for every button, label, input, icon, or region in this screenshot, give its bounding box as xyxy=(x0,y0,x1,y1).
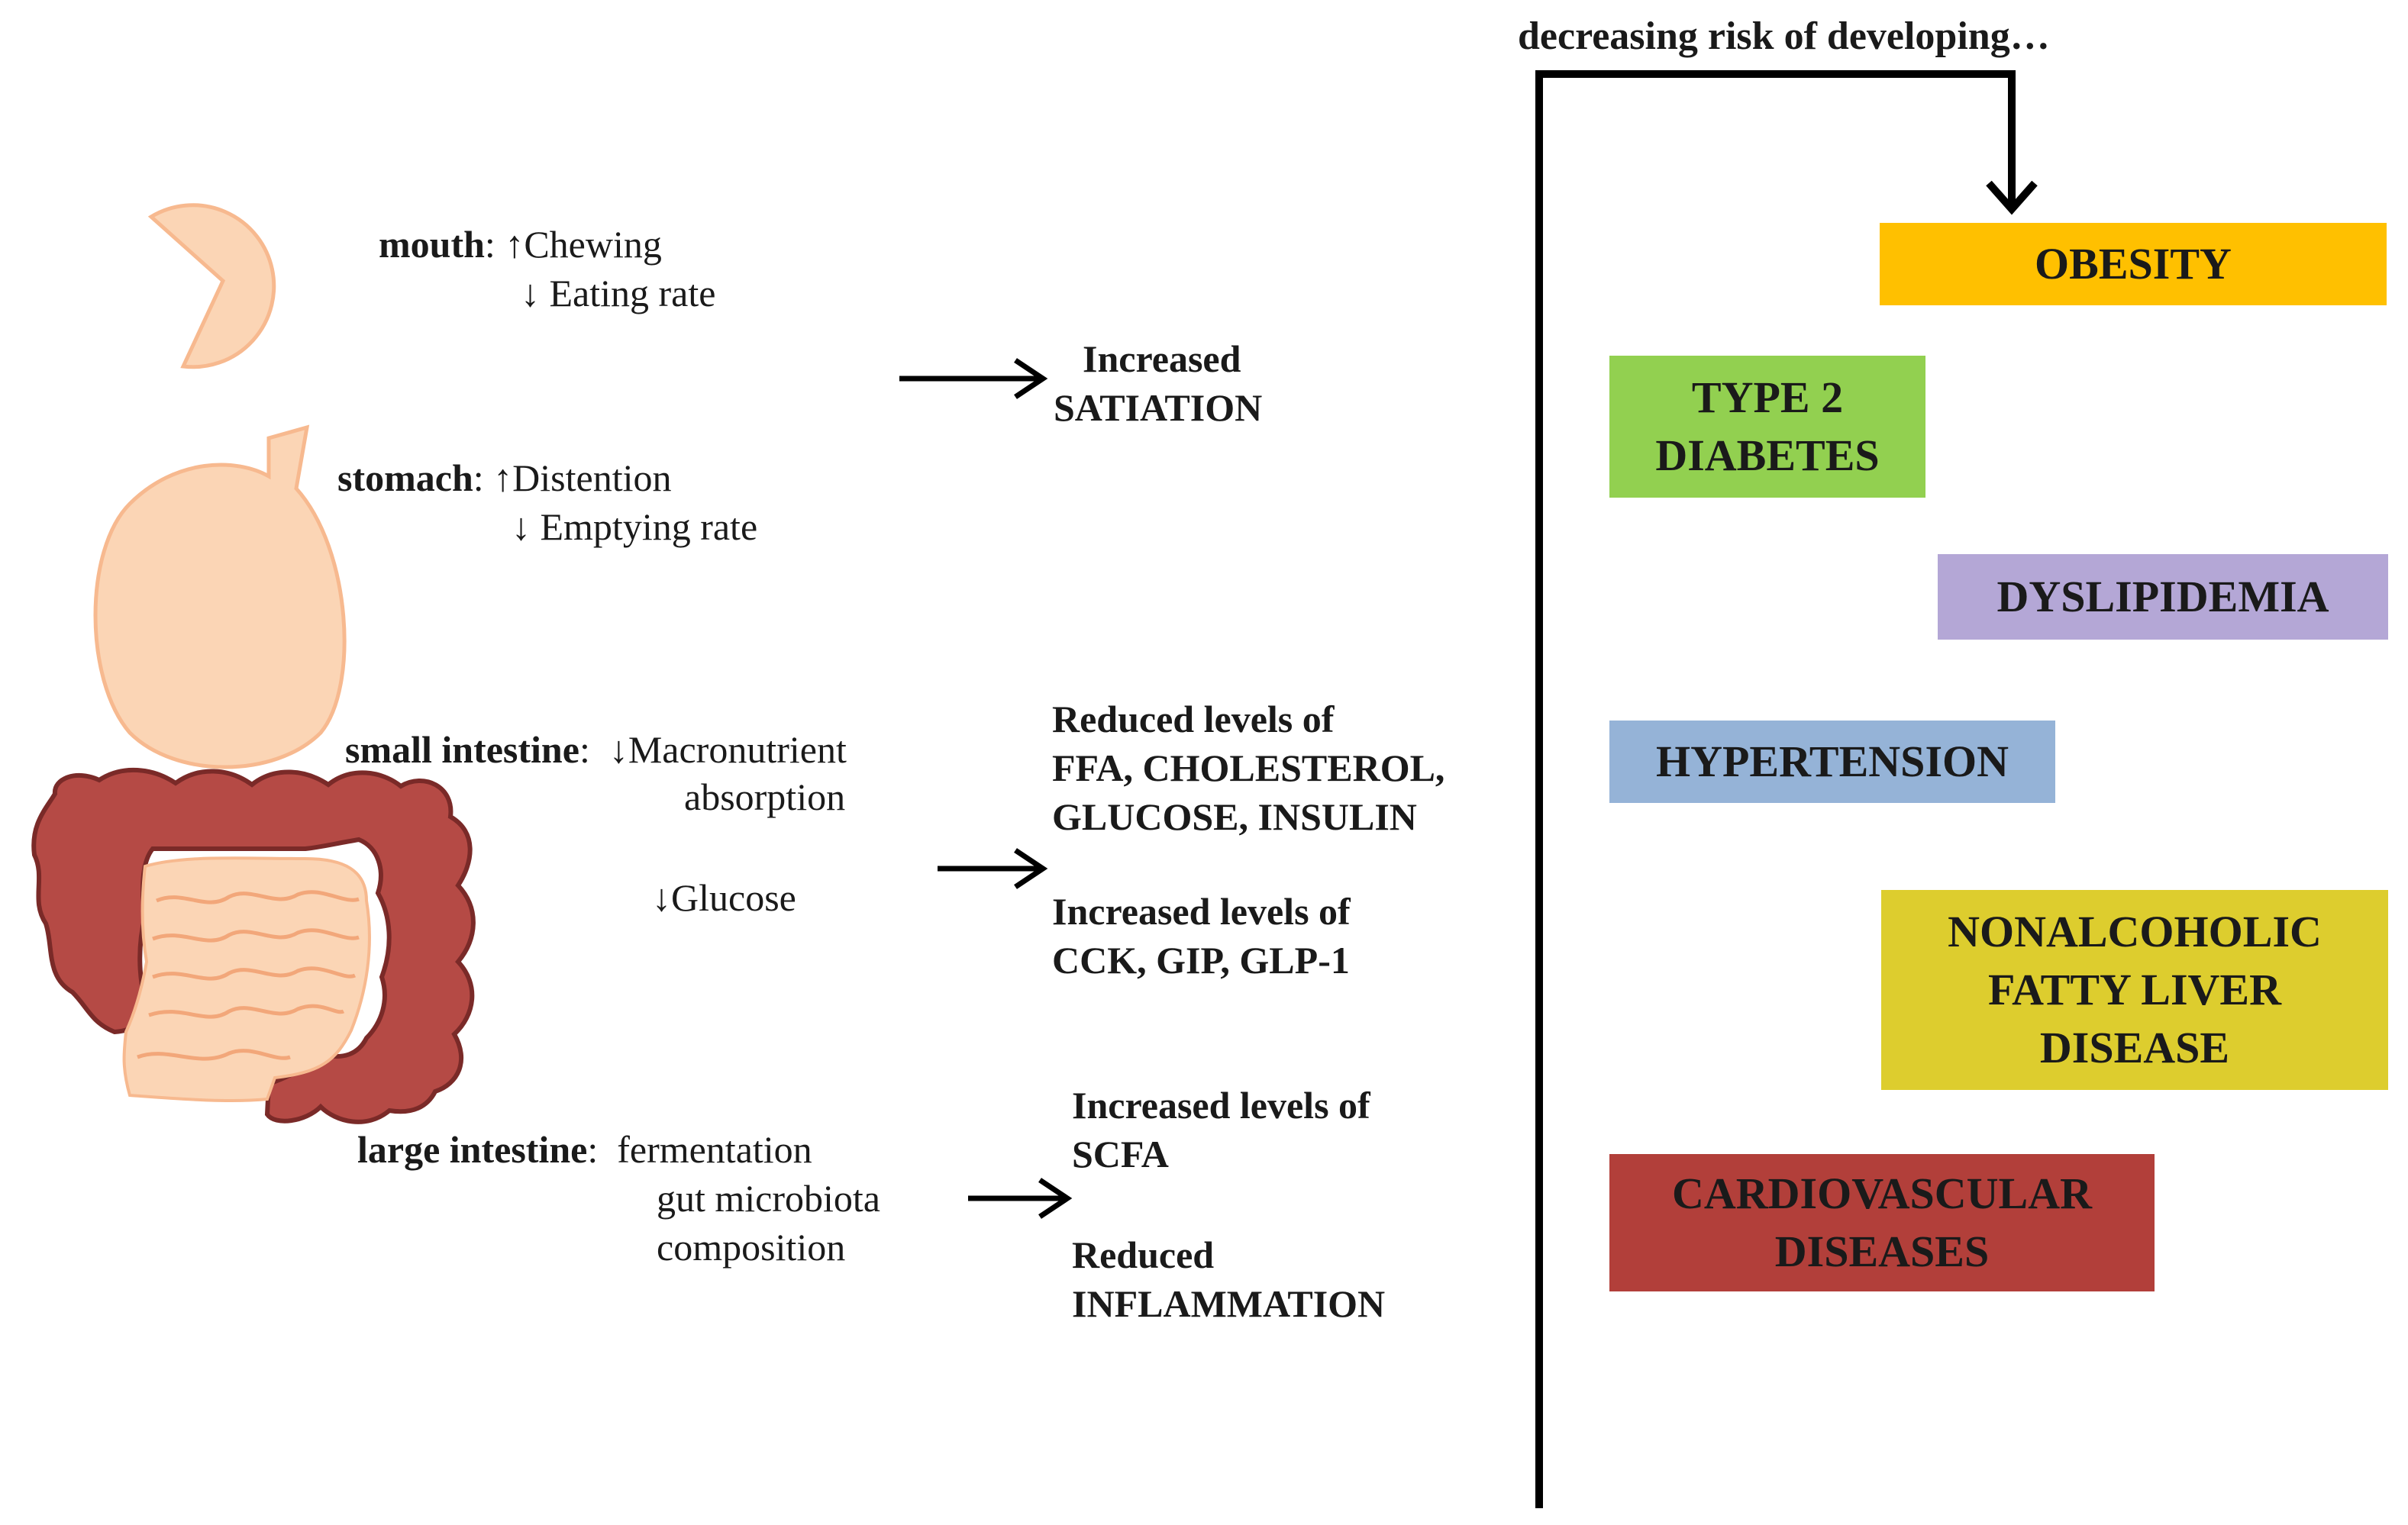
small-intestine-label: small intestine: ↓Macronutrient xyxy=(345,728,847,771)
large-intestine-microbiota: gut microbiota xyxy=(657,1177,880,1220)
arrow-right-icon xyxy=(938,848,1048,889)
outcome-reduced-levels-line1: Reduced levels of xyxy=(1052,698,1335,740)
arrow-right-icon xyxy=(899,358,1048,399)
small-intestine-absorption: absorption xyxy=(684,775,846,818)
stomach-effect-emptying-rate: ↓ Emptying rate xyxy=(512,505,758,548)
outcome-increased-levels-line1: Increased levels of xyxy=(1052,890,1351,933)
intestines-icon xyxy=(31,767,476,1124)
stomach-label: stomach: ↑Distention xyxy=(337,456,672,499)
disease-dyslipidemia: DYSLIPIDEMIA xyxy=(1938,554,2388,640)
outcome-reduced-levels-line2: FFA, CHOLESTEROL, xyxy=(1052,746,1445,789)
outcome-reduced-levels-line3: GLUCOSE, INSULIN xyxy=(1052,795,1417,838)
outcome-inflammation-line1: Reduced xyxy=(1072,1233,1215,1276)
outcome-inflammation-line2: INFLAMMATION xyxy=(1072,1282,1386,1325)
large-intestine-label: large intestine: fermentation xyxy=(357,1128,812,1171)
mouth-effect-eating-rate: ↓ Eating rate xyxy=(521,272,716,314)
small-intestine-glucose: ↓Glucose xyxy=(652,876,796,919)
mouth-label: mouth: ↑Chewing xyxy=(379,223,662,266)
disease-obesity: OBESITY xyxy=(1880,223,2387,305)
outcome-scfa-line2: SCFA xyxy=(1072,1133,1169,1175)
outcome-increased-levels-line2: CCK, GIP, GLP-1 xyxy=(1052,939,1350,982)
mouth-icon xyxy=(147,203,276,369)
risk-label: decreasing risk of developing… xyxy=(1518,15,2050,58)
disease-hypertension: HYPERTENSION xyxy=(1609,721,2055,803)
risk-bracket xyxy=(1535,70,2016,1508)
outcome-scfa-line1: Increased levels of xyxy=(1072,1084,1370,1127)
large-intestine-composition: composition xyxy=(657,1226,846,1269)
stomach-icon xyxy=(93,424,347,769)
arrow-right-icon xyxy=(968,1178,1073,1219)
outcome-satiation-line2: SATIATION xyxy=(1054,386,1263,429)
arrow-down-icon xyxy=(1986,180,2038,215)
outcome-satiation-line1: Increased xyxy=(1083,337,1241,380)
